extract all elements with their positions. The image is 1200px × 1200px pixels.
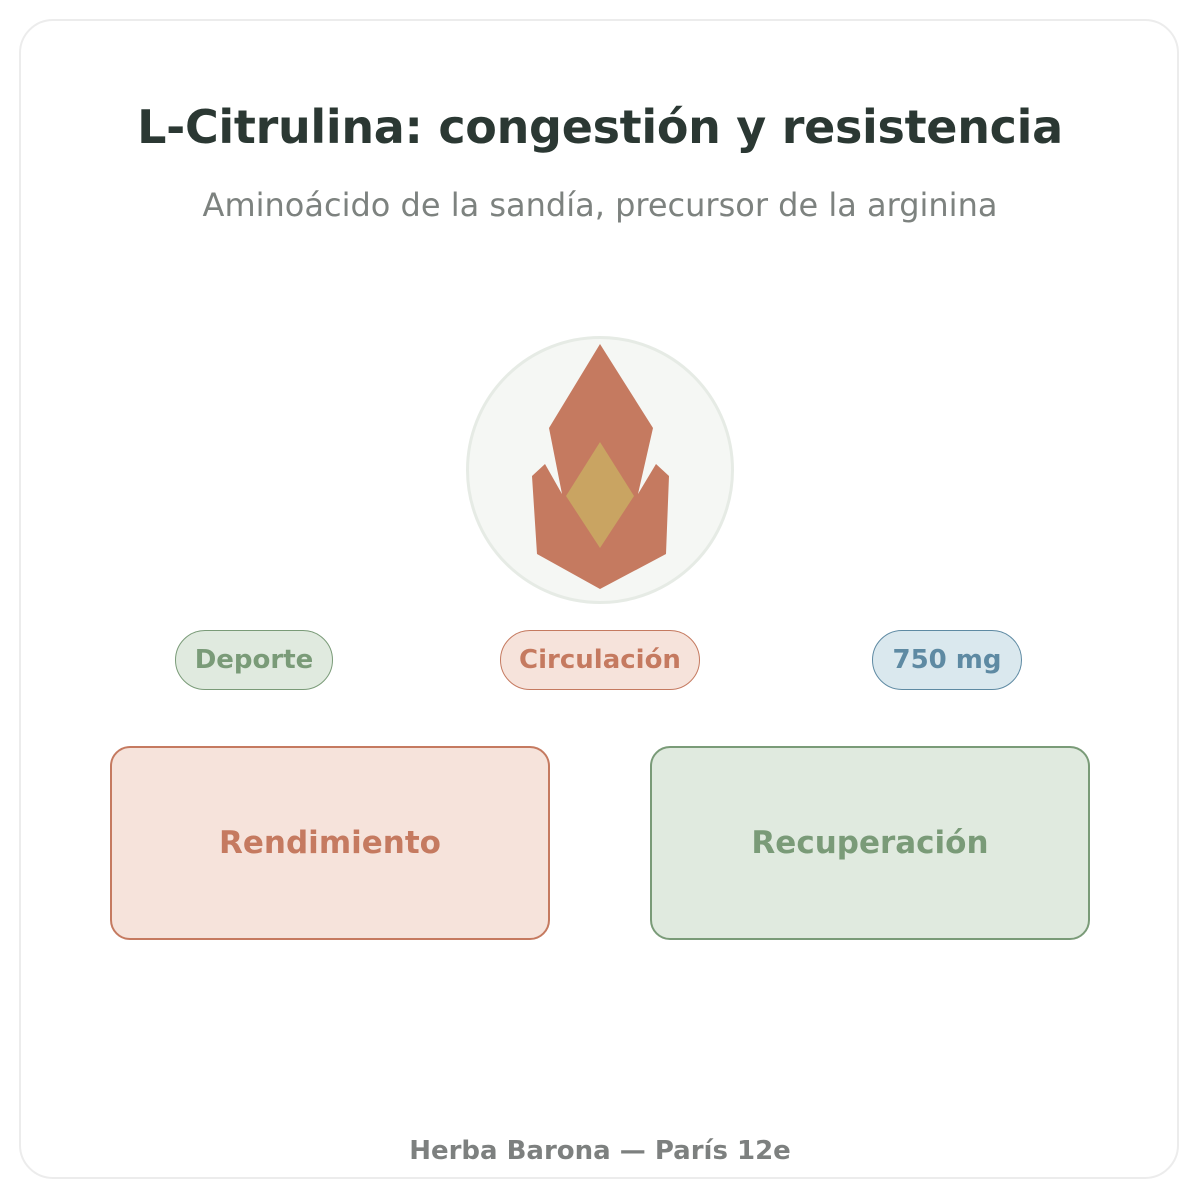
tag-sport: Deporte xyxy=(175,630,333,690)
flame-emblem xyxy=(466,336,734,604)
flame-core xyxy=(566,442,634,548)
footer-brand: Herba Barona — París 12e xyxy=(409,1136,791,1166)
benefit-recovery-label: Recuperación xyxy=(751,825,989,861)
tag-dose: 750 mg xyxy=(872,630,1022,690)
page-subtitle: Aminoácido de la sandía, precursor de la… xyxy=(202,186,998,224)
page-title: L-Citrulina: congestión y resistencia xyxy=(137,100,1063,154)
benefit-recovery: Recuperación xyxy=(650,746,1090,940)
benefit-performance-label: Rendimiento xyxy=(219,825,441,861)
flame-icon xyxy=(532,344,669,589)
benefit-performance: Rendimiento xyxy=(110,746,550,940)
tag-circulation: Circulación xyxy=(500,630,700,690)
